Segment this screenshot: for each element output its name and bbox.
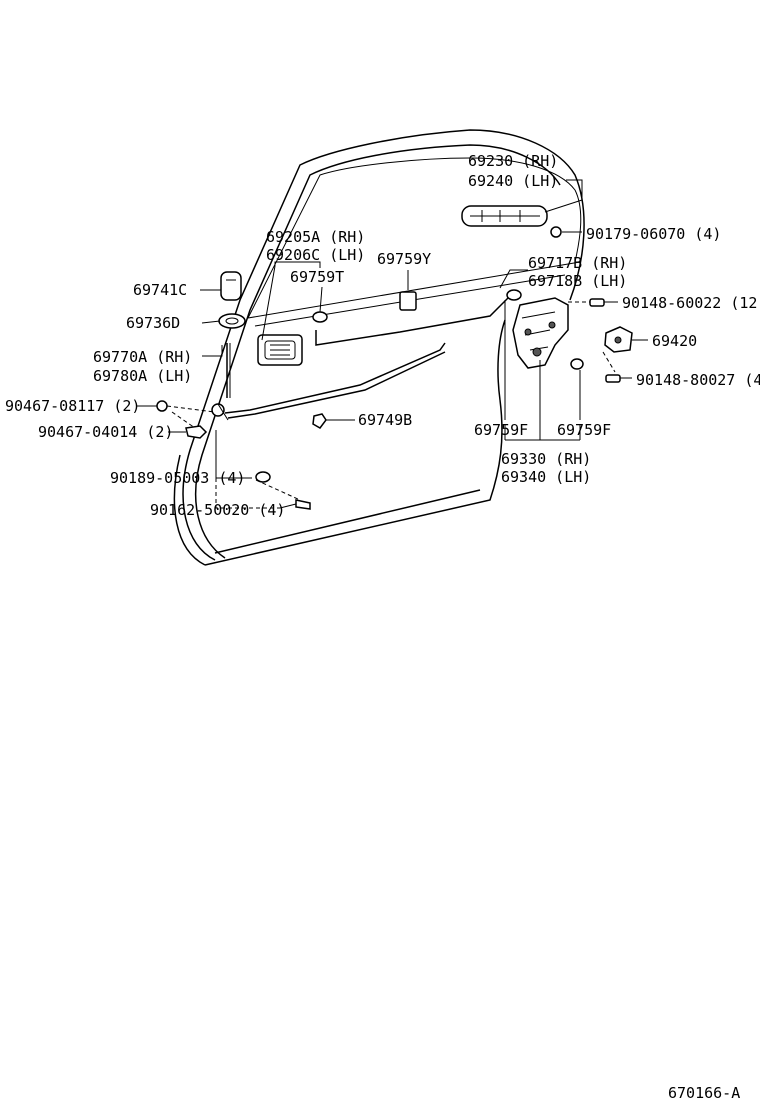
label-69759f-left: 69759F xyxy=(474,421,528,439)
clip-69749b xyxy=(312,413,327,429)
label-90162: 90162-50020 (4) xyxy=(150,501,285,519)
label-90148-80027: 90148-80027 (4 xyxy=(636,371,760,389)
label-69717b: 69717B (RH) xyxy=(528,254,627,272)
label-69780a: 69780A (LH) xyxy=(93,367,192,385)
label-69340: 69340 (LH) xyxy=(501,468,591,486)
label-69718b: 69718B (LH) xyxy=(528,272,627,290)
label-69206c: 69206C (LH) xyxy=(266,246,365,264)
label-69770a: 69770A (RH) xyxy=(93,348,192,366)
inside-handle xyxy=(257,334,303,366)
part-labels: 69230 (RH) 69240 (LH) 90179-06070 (4) 69… xyxy=(5,152,760,1102)
label-69240: 69240 (LH) xyxy=(468,172,558,190)
clip-69759f-right xyxy=(570,358,584,370)
clip-69759f-left xyxy=(506,289,522,301)
label-90189: 90189-05003 (4) xyxy=(110,469,245,487)
clip-69759t xyxy=(312,311,328,323)
rod-link xyxy=(211,403,229,421)
screw-90162 xyxy=(295,499,311,510)
label-69736d: 69736D xyxy=(126,314,180,332)
outside-handle xyxy=(461,205,548,227)
screw-90467-04014 xyxy=(185,425,208,439)
screw-90148-80027 xyxy=(605,374,621,383)
diagram-id: 670166-A xyxy=(668,1084,740,1102)
label-90467-04014: 90467-04014 (2) xyxy=(38,423,173,441)
label-69420: 69420 xyxy=(652,332,697,350)
label-69741c: 69741C xyxy=(133,281,187,299)
label-69759y: 69759Y xyxy=(377,250,431,268)
screw-90189 xyxy=(255,471,271,483)
screw-90467-08117 xyxy=(156,400,168,412)
screw-90179 xyxy=(550,226,562,238)
protector-69759y xyxy=(399,291,417,311)
label-90467-08117: 90467-08117 (2) xyxy=(5,397,140,415)
cylinder-retainer xyxy=(218,313,246,329)
door-striker xyxy=(604,326,633,353)
door-lock-assembly xyxy=(512,297,569,369)
label-69330: 69330 (RH) xyxy=(501,450,591,468)
leader-lines xyxy=(136,179,648,509)
label-90148-60022: 90148-60022 (12) xyxy=(622,294,760,312)
label-90179: 90179-06070 (4) xyxy=(586,225,721,243)
label-69749b: 69749B xyxy=(358,411,412,429)
lock-cylinder xyxy=(220,271,242,301)
label-69205a: 69205A (RH) xyxy=(266,228,365,246)
label-69759f-right: 69759F xyxy=(557,421,611,439)
door-panel-outline xyxy=(173,129,585,566)
screw-90148-60022 xyxy=(589,298,605,307)
label-69759t: 69759T xyxy=(290,268,344,286)
lock-rods xyxy=(224,295,511,419)
label-69230: 69230 (RH) xyxy=(468,152,558,170)
